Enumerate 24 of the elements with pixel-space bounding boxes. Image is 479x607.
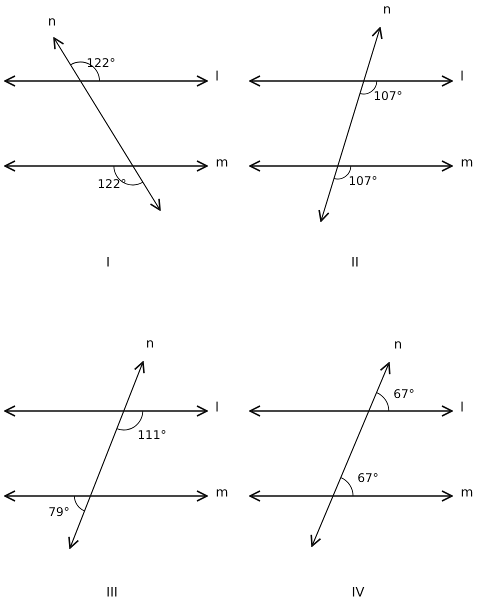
angle-measure: 79° [48, 506, 70, 518]
angle-measure: 107° [348, 175, 378, 187]
figure-number: III [106, 586, 118, 600]
angle-measure: 111° [138, 429, 166, 441]
line-name-label: m [460, 486, 474, 500]
line-name-label: n [382, 4, 392, 16]
angle-measure: 67° [393, 388, 415, 400]
line-name-label: n [394, 338, 402, 352]
line-name-label: m [216, 156, 228, 170]
angle-measure: 122° [86, 57, 116, 69]
angle-measure: 67° [357, 472, 379, 484]
line-name-label: m [460, 156, 474, 170]
figure-number: II [351, 256, 359, 270]
line-name-label: n [146, 338, 154, 350]
line-name-label: l [215, 70, 219, 84]
angle-measure: 122° [98, 178, 126, 190]
angle-measure: 107° [374, 90, 402, 102]
figure-number: IV [352, 586, 364, 600]
line-name-label: l [460, 402, 464, 414]
figure-number: I [106, 256, 110, 270]
line-name-label: l [215, 402, 219, 414]
line-name-label: n [48, 16, 56, 28]
line-name-label: m [216, 486, 228, 500]
line-name-label: l [460, 70, 464, 84]
